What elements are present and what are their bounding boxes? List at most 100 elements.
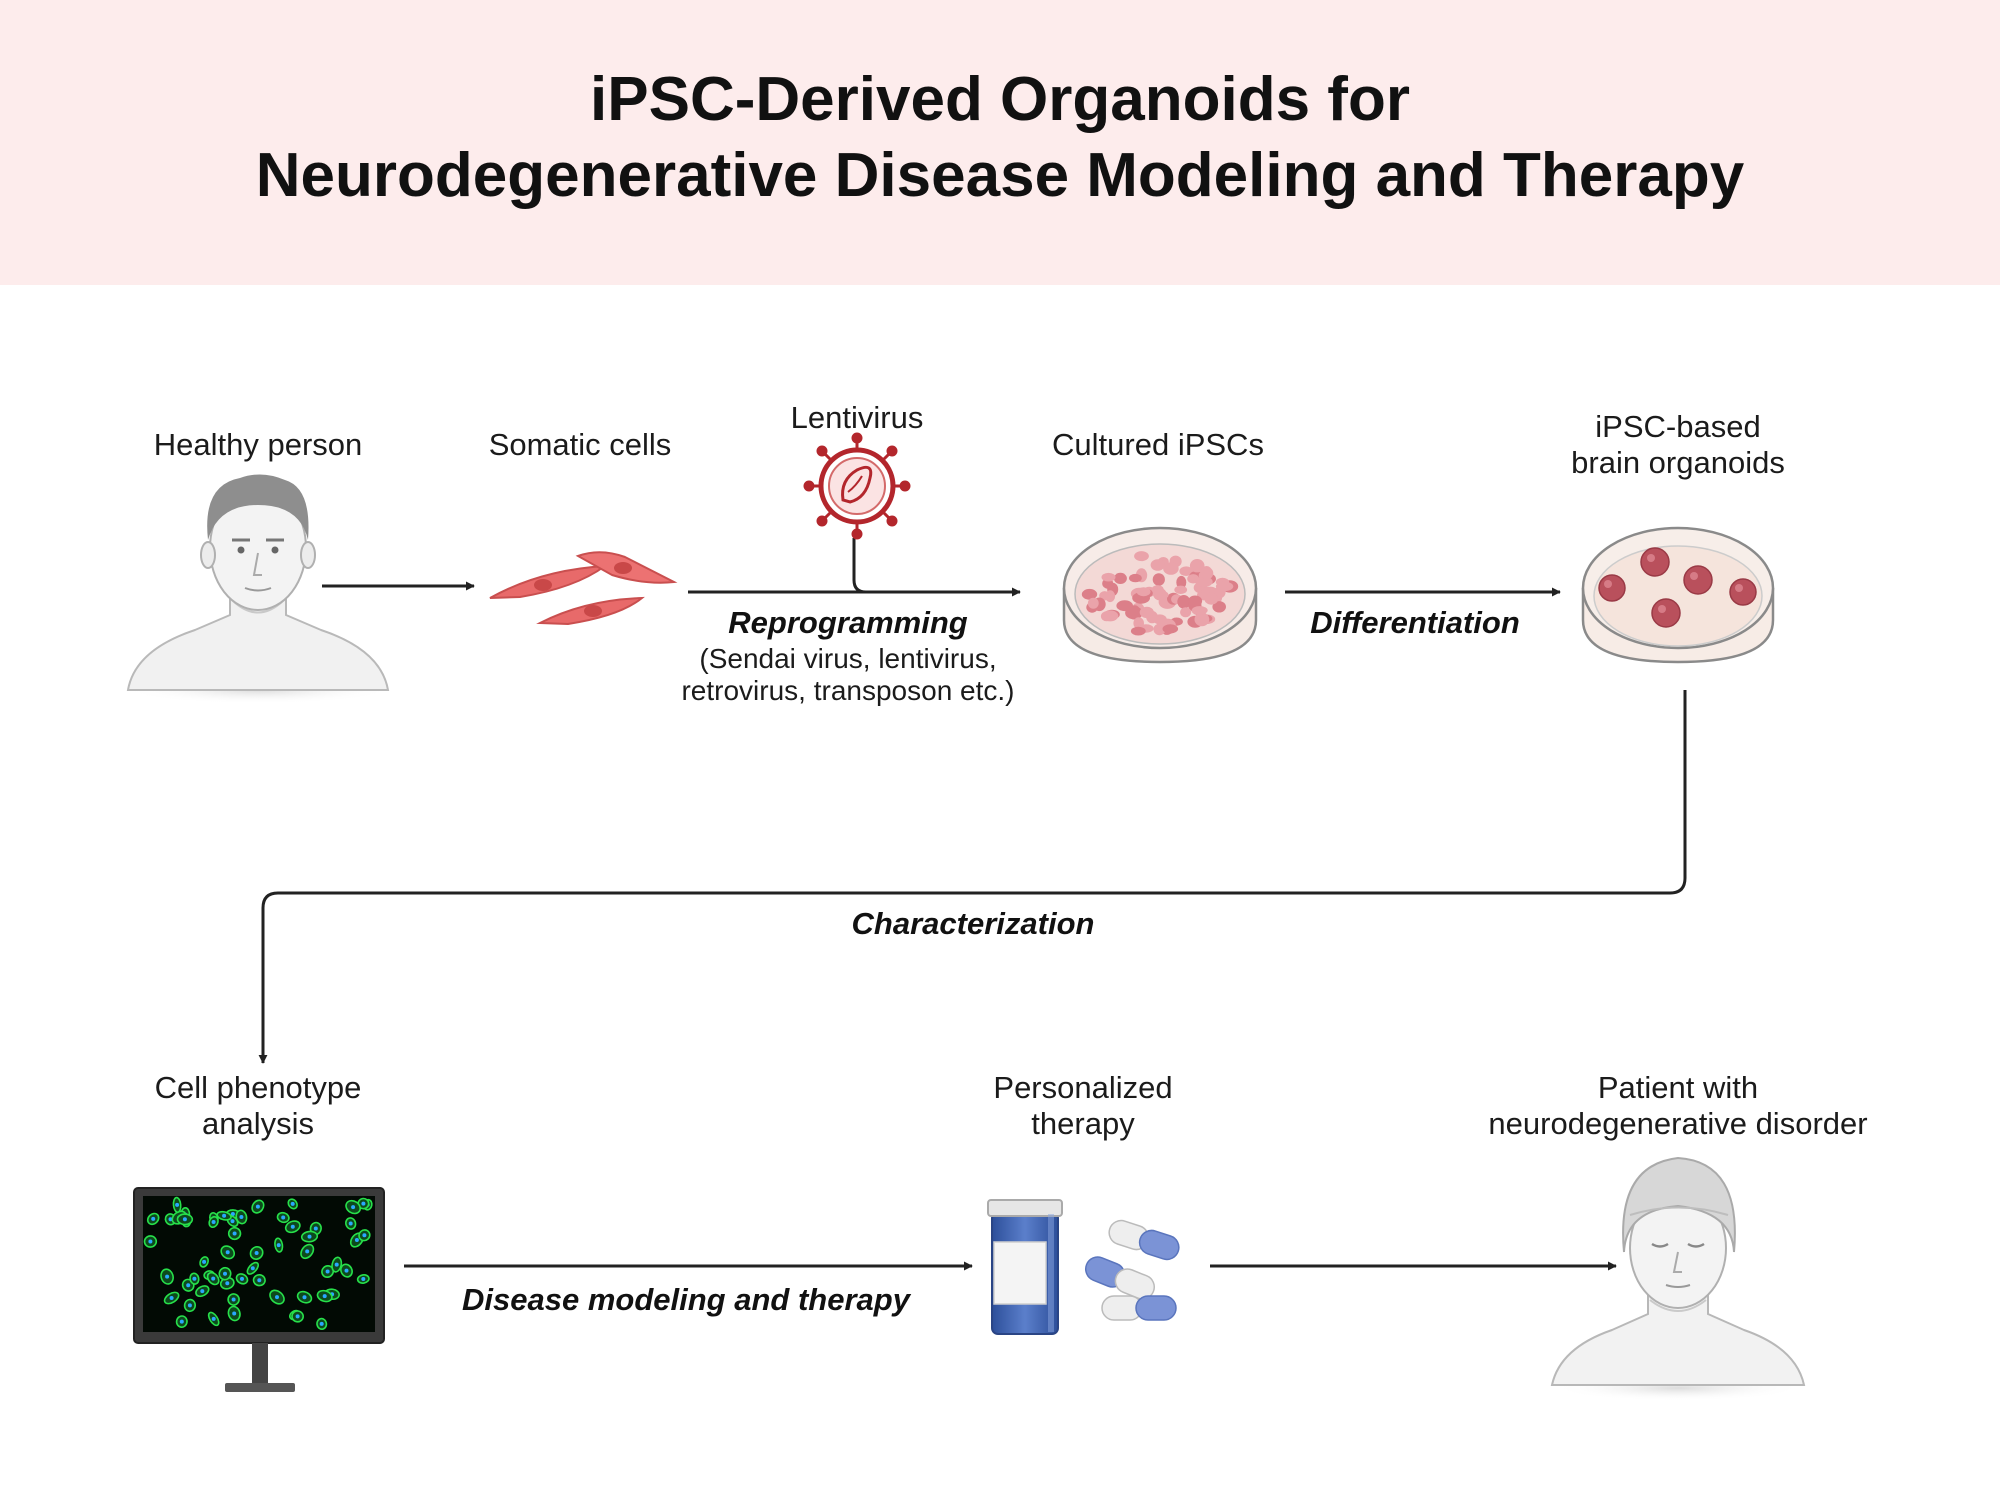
- ipsc-colony: [1136, 587, 1151, 597]
- cell-nucleus: [325, 1269, 330, 1274]
- cell-nucleus: [361, 1201, 366, 1206]
- label-patient-line2: neurodegenerative disorder: [1488, 1106, 1867, 1141]
- arrow-lentivirus-join: [852, 538, 960, 594]
- cell-nucleus: [255, 1204, 260, 1209]
- cell-nucleus: [230, 1219, 235, 1224]
- step-disease-modeling: Disease modeling and therapy: [462, 1282, 912, 1317]
- cell-nucleus: [290, 1224, 295, 1229]
- ipsc-colony: [1215, 581, 1234, 592]
- ipsc-colony: [1101, 572, 1116, 582]
- ipsc-colony: [1130, 626, 1146, 636]
- ipsc-colony: [1189, 559, 1205, 573]
- ipsc-colony: [1113, 572, 1127, 585]
- arrow-characterization: [258, 690, 1687, 1064]
- organoid-dish-icon: [1581, 526, 1775, 664]
- ipsc-colony: [1134, 551, 1149, 562]
- ipsc-colony: [1163, 562, 1179, 575]
- cell-nucleus: [182, 1217, 187, 1222]
- cell-nucleus: [334, 1262, 339, 1267]
- label-patient-line1: Patient with: [1598, 1070, 1758, 1105]
- cell-nucleus: [168, 1217, 173, 1222]
- ipsc-colony: [1116, 600, 1133, 612]
- step-characterization: Characterization: [852, 906, 1095, 941]
- ipsc-colony: [1212, 601, 1226, 613]
- cell-nucleus: [250, 1266, 255, 1271]
- ipsc-colony: [1191, 606, 1208, 615]
- cell-nucleus: [307, 1234, 312, 1239]
- label-organoids-line2: brain organoids: [1571, 445, 1785, 480]
- cell-nucleus: [290, 1201, 295, 1206]
- cell-nucleus: [223, 1271, 227, 1276]
- patient-icon: [1550, 1156, 1806, 1401]
- cell-nucleus: [232, 1231, 237, 1236]
- ipsc-colony: [1188, 595, 1203, 607]
- label-therapy-line2: therapy: [1031, 1106, 1135, 1141]
- cell-nucleus: [222, 1213, 227, 1218]
- cell-nucleus: [151, 1216, 156, 1221]
- somatic-cells-icon: [489, 551, 678, 626]
- cell-nucleus: [240, 1276, 244, 1281]
- arrows: [258, 538, 1687, 1271]
- pill-bottle-icon: [987, 1199, 1063, 1335]
- label-cultured-ipscs: Cultured iPSCs: [1052, 427, 1264, 462]
- cell-nucleus: [305, 1249, 310, 1254]
- ipsc-colony: [1177, 595, 1191, 609]
- ipsc-colony: [1200, 567, 1214, 580]
- cell-nucleus: [295, 1314, 300, 1319]
- lentivirus-icon: [803, 432, 911, 540]
- cell-nucleus: [302, 1295, 307, 1300]
- cell-nucleus: [322, 1294, 327, 1299]
- cell-nucleus: [275, 1295, 279, 1300]
- cell-nucleus: [225, 1281, 230, 1286]
- cell-nucleus: [281, 1215, 286, 1220]
- ipsc-colony: [1139, 606, 1154, 619]
- label-phenotype-line2: analysis: [202, 1106, 314, 1141]
- cell-nucleus: [348, 1221, 353, 1226]
- cell-nucleus: [232, 1311, 237, 1316]
- step-reprogramming: Reprogramming: [728, 605, 967, 640]
- cell-nucleus: [254, 1251, 259, 1255]
- cell-nucleus: [344, 1268, 349, 1273]
- ipsc-colony: [1153, 588, 1167, 601]
- label-organoids-line1: iPSC-based: [1595, 409, 1760, 444]
- ipsc-colony: [1087, 597, 1099, 609]
- person-icon: [123, 474, 393, 704]
- step-differentiation: Differentiation: [1310, 605, 1520, 640]
- ipsc-colony: [1174, 585, 1188, 594]
- page-title-line2: Neurodegenerative Disease Modeling and T…: [255, 141, 1745, 210]
- step-reprogramming-note2: retrovirus, transposon etc.): [681, 675, 1014, 706]
- ipsc-colony: [1100, 611, 1113, 622]
- label-lentivirus: Lentivirus: [791, 400, 924, 435]
- ipsc-colony: [1129, 573, 1142, 583]
- cell-nucleus: [211, 1316, 216, 1321]
- cell-nucleus: [361, 1277, 366, 1281]
- cell-nucleus: [165, 1274, 170, 1279]
- cell-nucleus: [211, 1276, 216, 1281]
- ipsc-colony: [1150, 559, 1165, 571]
- cell-nucleus: [362, 1233, 367, 1238]
- page-title-line1: iPSC-Derived Organoids for: [590, 65, 1410, 134]
- ipsc-colony: [1152, 573, 1165, 586]
- cell-nucleus: [187, 1303, 192, 1308]
- cell-nucleus: [230, 1212, 235, 1216]
- label-phenotype-line1: Cell phenotype: [155, 1070, 362, 1105]
- cell-nucleus: [186, 1283, 191, 1288]
- cell-nucleus: [179, 1319, 184, 1324]
- ipsc-colony: [1162, 624, 1179, 634]
- capsule-icon: [1084, 1219, 1180, 1321]
- monitor-icon: [133, 1187, 385, 1392]
- cell-nucleus: [175, 1202, 180, 1207]
- cell-nucleus: [354, 1238, 359, 1242]
- ipsc-colony: [1194, 612, 1210, 627]
- cell-nucleus: [231, 1297, 236, 1302]
- ipsc-colony: [1180, 607, 1192, 618]
- cell-nucleus: [351, 1205, 356, 1210]
- petri-dish-icon: [1062, 526, 1258, 664]
- ipsc-colony: [1179, 566, 1193, 576]
- ipsc-colony: [1176, 575, 1187, 589]
- ipsc-colony: [1187, 574, 1200, 584]
- cell-nucleus: [211, 1220, 216, 1224]
- ipsc-colony: [1105, 590, 1116, 603]
- cell-nucleus: [257, 1278, 262, 1283]
